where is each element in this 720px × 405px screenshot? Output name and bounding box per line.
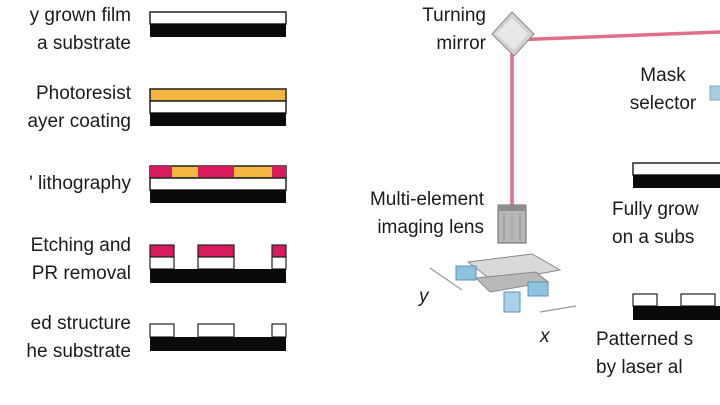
step5-stack (149, 323, 287, 351)
patterned-sample (632, 293, 720, 320)
fully-grown-sample (632, 162, 720, 188)
mask-selector-icon (709, 85, 720, 101)
step1-stack (149, 11, 287, 37)
step3-stack (149, 165, 287, 203)
axis-y-label: y (419, 286, 429, 307)
laser-beam (510, 30, 720, 205)
axis-arrows (429, 267, 577, 313)
turning-mirror-icon (491, 11, 535, 57)
step3-label: ' lithography (29, 173, 131, 194)
imaging-lens-icon (497, 204, 527, 244)
axis-x-label: x (540, 326, 550, 347)
step2-stack (149, 88, 287, 126)
step4-stack (149, 244, 287, 283)
xy-stage-icon (455, 253, 562, 313)
